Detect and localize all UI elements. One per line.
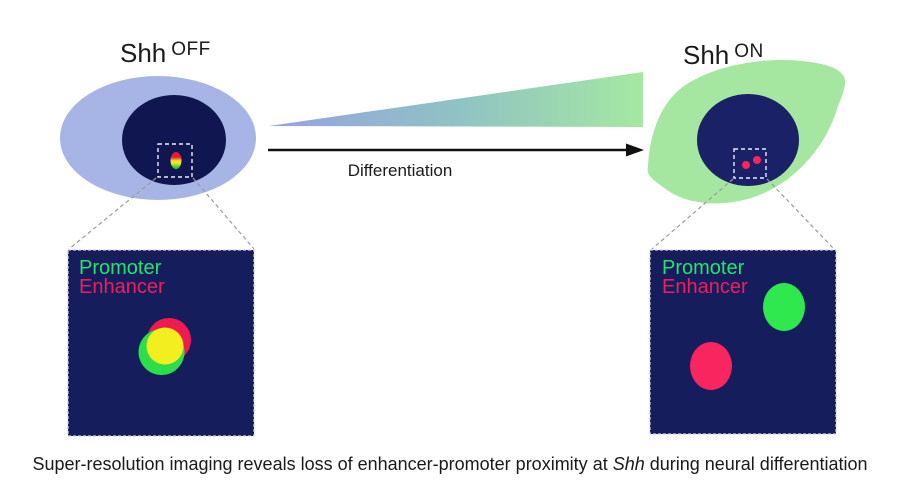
right-connector-line-right — [766, 178, 835, 250]
shh-on-gene-label: Shh — [683, 40, 730, 70]
right-zoom-box — [733, 148, 767, 179]
left-panel-legend: Promoter Enhancer — [79, 257, 165, 298]
right-locus-dot-promoter — [753, 156, 761, 164]
left-panel-overlap-circle — [146, 327, 184, 365]
differentiation-gradient-wedge — [269, 72, 643, 127]
left-zoom-panel-border — [67, 249, 255, 437]
shh-off-gene-label: Shh — [120, 38, 167, 68]
right-enhancer-label: Enhancer — [662, 276, 748, 298]
left-connector-line-right — [192, 177, 255, 250]
left-cell-nucleus — [122, 95, 226, 185]
right-locus-dot-enhancer — [742, 161, 750, 169]
left-promoter-label: Promoter — [79, 257, 162, 279]
right-cell-nucleus — [697, 94, 799, 186]
right-zoom-panel — [650, 250, 836, 434]
caption-after-gene: during neural differentiation — [644, 454, 868, 474]
left-connector-line-left — [68, 177, 157, 250]
figure-caption: Super-resolution imaging reveals loss of… — [0, 454, 900, 475]
right-connector-line-left — [651, 178, 734, 250]
right-panel-promoter-circle — [763, 283, 805, 331]
left-zoom-box — [157, 143, 193, 178]
right-panel-legend: Promoter Enhancer — [662, 257, 748, 298]
shh-off-state-label: OFF — [171, 39, 211, 60]
differentiation-arrow-head — [626, 143, 644, 157]
right-panel-enhancer-circle — [690, 342, 732, 390]
caption-before-gene: Super-resolution imaging reveals loss of… — [32, 454, 613, 474]
differentiation-label: Differentiation — [347, 161, 453, 180]
caption-gene-italic: Shh — [612, 454, 645, 474]
shh-on-state-label: ON — [734, 41, 764, 62]
right-zoom-panel-border — [649, 249, 837, 435]
right-promoter-label: Promoter — [662, 257, 745, 279]
left-enhancer-label: Enhancer — [79, 276, 165, 298]
left-locus-colocalized-dot — [170, 152, 182, 169]
